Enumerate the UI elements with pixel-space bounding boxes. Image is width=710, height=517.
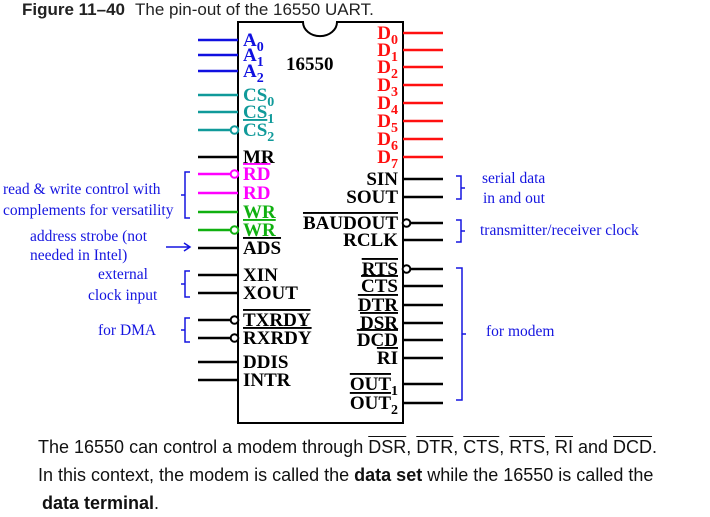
pin-out1-label: OUT1 [350, 374, 398, 399]
annotation-rw: read & write control with complements fo… [3, 171, 190, 219]
pin-rxrdy-bubble [229, 333, 240, 343]
brace-dma [181, 317, 190, 343]
pin-wr-label: WR [243, 220, 276, 241]
pin-xout-label: XOUT [243, 283, 298, 304]
pin-a0-label: A0 [243, 30, 264, 55]
pin-wr-label: WR [243, 202, 276, 223]
pin-d7-label: D7 [377, 147, 398, 172]
pin-dcd-label: DCD [357, 330, 398, 351]
svg-text:transmitter/receiver clock: transmitter/receiver clock [480, 222, 639, 239]
pin-d3-label: D3 [377, 75, 398, 100]
chip-name: 16550 [286, 54, 334, 75]
pin-rd-label: RD [243, 183, 270, 204]
svg-text:in and out: in and out [483, 190, 546, 207]
pin-rd-label: RD [243, 164, 270, 185]
paragraph-line-1: The 16550 can control a modem through DS… [38, 437, 658, 457]
brace-serial [456, 175, 465, 200]
pin-sin-label: SIN [366, 169, 398, 190]
brace-txrx [456, 219, 465, 243]
pin-txrdy-bubble [229, 315, 240, 325]
svg-text:external: external [98, 266, 148, 283]
svg-text:needed in Intel): needed in Intel) [30, 247, 127, 264]
annotation-clock: external clock input [88, 266, 190, 304]
svg-text:complements for versatility: complements for versatility [3, 202, 174, 219]
pin-mr-label: MR [243, 147, 275, 168]
pin-ads-label: ADS [243, 238, 281, 259]
pin-cts-label: CTS [361, 276, 398, 297]
pin-wr-bubble [229, 225, 240, 235]
pin-baudout-label: BAUDOUT [303, 213, 398, 234]
svg-text:clock input: clock input [88, 287, 158, 304]
svg-text:read & write control with: read & write control with [3, 181, 161, 198]
annotation-serial: serial data in and out [456, 170, 546, 207]
pin-d0-label: D0 [377, 23, 398, 48]
brace-clock [181, 270, 190, 298]
pin-baudout-bubble [401, 218, 412, 228]
annotation-ads: address strobe (not needed in Intel) [30, 228, 192, 264]
annotation-dma: for DMA [98, 317, 190, 343]
arrow-icon [166, 242, 192, 252]
pin-d5-label: D5 [377, 111, 398, 136]
annotation-modem: for modem [456, 267, 554, 401]
pin-rxrdy-label: RXRDY [243, 328, 312, 349]
paragraph-line-2: In this context, the modem is called the… [38, 465, 654, 485]
chip-body [237, 21, 404, 424]
pin-d6-label: D6 [377, 129, 398, 154]
pin-dsr-label: DSR [360, 313, 398, 334]
pin-cs2-label: CS2 [243, 120, 274, 145]
annotation-txrx-clock: transmitter/receiver clock [456, 219, 639, 243]
svg-text:for DMA: for DMA [98, 322, 157, 339]
pin-rts-label: RTS [362, 259, 398, 280]
brace-modem [456, 267, 466, 401]
pin-d1-label: D1 [377, 40, 398, 65]
svg-text:serial data: serial data [482, 170, 545, 187]
pin-xin-label: XIN [243, 265, 278, 286]
pin-dtr-label: DTR [358, 295, 398, 316]
pin-rts-bubble [401, 264, 412, 274]
pin-a2-label: A2 [243, 61, 264, 86]
pin-ri-label: RI [377, 348, 398, 369]
pin-a1-label: A1 [243, 45, 264, 70]
pin-rd-bubble [229, 169, 240, 179]
pin-sout-label: SOUT [346, 187, 398, 208]
pin-txrdy-label: TXRDY [243, 310, 311, 331]
paragraph-line-3: data terminal. [42, 493, 160, 513]
pin-rclk-label: RCLK [343, 230, 398, 251]
pin-cs1-label: CS1 [243, 102, 274, 127]
pin-d2-label: D2 [377, 57, 398, 82]
svg-text:for modem: for modem [486, 323, 554, 340]
brace-rw [181, 171, 190, 219]
pin-d4-label: D4 [377, 93, 398, 118]
pin-intr-label: INTR [243, 370, 291, 391]
pin-out2-label: OUT2 [350, 393, 398, 418]
svg-text:address strobe (not: address strobe (not [30, 228, 148, 245]
description-paragraph: The 16550 can control a modem through DS… [38, 433, 657, 517]
pin-ddis-label: DDIS [243, 352, 288, 373]
pin-cs2-bubble [229, 125, 240, 135]
pin-cs0-label: CS0 [243, 85, 274, 110]
